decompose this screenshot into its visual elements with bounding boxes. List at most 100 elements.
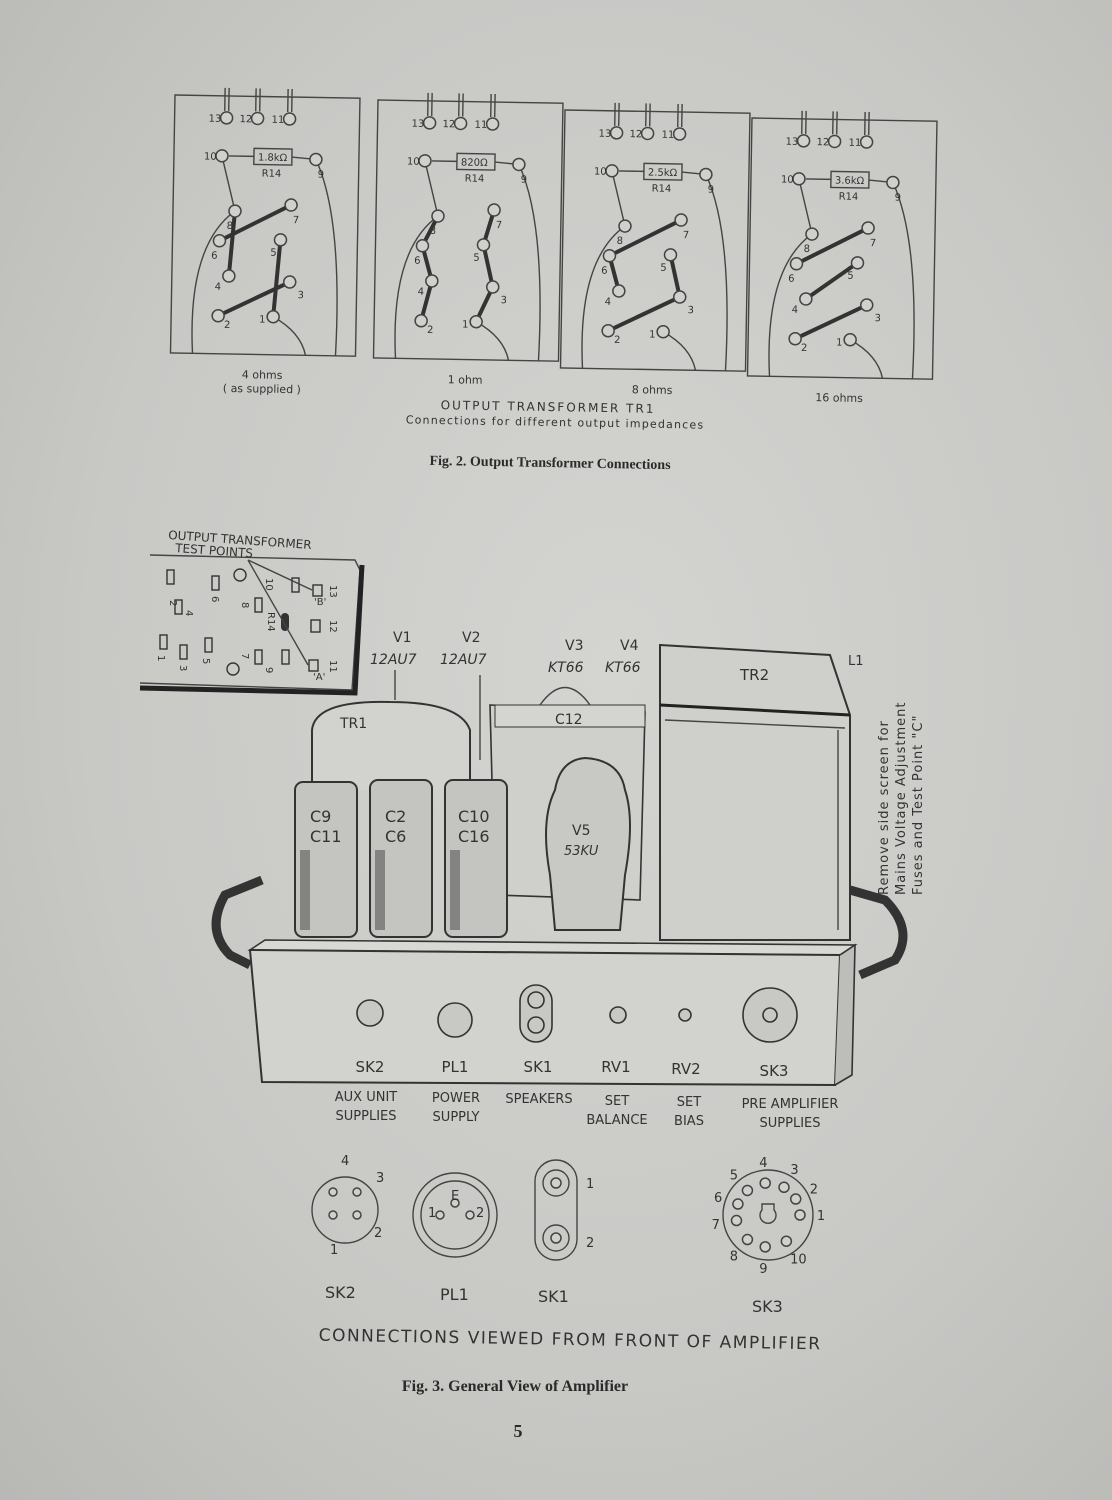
pin-label: 9 (708, 185, 715, 196)
pin-label: 2 (810, 1183, 818, 1198)
pin-label: 10 (594, 167, 607, 178)
pin-label: 2 (586, 1236, 594, 1251)
pin-label: 5 (270, 248, 277, 259)
pin-label: 9 (318, 170, 325, 181)
valve-ref: V1 (393, 630, 411, 646)
tr1-label: TR1 (339, 716, 367, 732)
terminal-pin (414, 314, 428, 328)
panel-desc: SUPPLY (433, 1110, 480, 1125)
sk1-label: SK1 (538, 1287, 569, 1306)
inset-pin: 9 (263, 667, 274, 673)
terminal-pin (282, 112, 297, 126)
sk3-pin (741, 1184, 754, 1197)
terminal-pin (422, 116, 437, 130)
pin-label: 7 (870, 238, 877, 249)
inset-pin: 1 (155, 655, 166, 661)
pin-label: 8 (430, 226, 437, 237)
sk2-label: SK2 (325, 1283, 356, 1302)
terminal-pin (796, 134, 811, 148)
pin-label: 13 (411, 119, 424, 130)
link-wire (606, 295, 682, 333)
sk3-pin (759, 1241, 771, 1253)
terminal-pin (222, 269, 236, 283)
pin-label: 1 (428, 1206, 436, 1221)
pin-label: 5 (847, 271, 854, 282)
pin-label: 4 (605, 297, 612, 308)
terminal-pin (273, 233, 288, 247)
v5-label: V5 (572, 823, 590, 839)
pin-label: 7 (683, 230, 690, 241)
pin-label: 3 (297, 290, 304, 301)
inset-r14: R14 (265, 612, 276, 632)
pin-label: 11 (661, 130, 674, 141)
pin-label: 2 (476, 1206, 484, 1221)
capacitor-label: C10 (458, 807, 490, 826)
terminal-pin (656, 324, 670, 339)
pin-label: 12 (442, 119, 455, 130)
pin-label: 6 (414, 256, 421, 267)
pin-label: 4 (341, 1154, 349, 1169)
side-note-line: Mains Voltage Adjustment (894, 702, 909, 895)
pin-label: 8 (730, 1250, 738, 1265)
resistor-label: R14 (839, 192, 859, 203)
link-wire (217, 203, 294, 243)
valve-ref: V3 (565, 638, 583, 654)
pin-label: E (451, 1189, 459, 1204)
capacitor-label: C16 (458, 827, 490, 846)
pin-label: 2 (374, 1226, 382, 1241)
side-note-line: Fuses and Test Point "C" (911, 715, 926, 895)
terminal-pin (860, 298, 874, 312)
pin-label: 7 (293, 215, 300, 226)
amplifier-drawing: TR2 L1 C12 TR1 C9 C11 C2 C6 C10 C16 V5 5… (211, 630, 926, 1087)
terminal-pin (250, 111, 265, 126)
panel-desc: SET (605, 1094, 629, 1109)
terminal-pin (788, 332, 802, 346)
impedance-label: 16 ohms (815, 391, 863, 405)
pin-label: 1 (817, 1209, 825, 1224)
pin-label: 5 (660, 263, 667, 274)
capacitor-label: C2 (385, 807, 406, 826)
panel-desc: AUX UNIT (335, 1090, 398, 1105)
pin-label: 4 (215, 282, 222, 293)
inset-pin: 6 (209, 596, 220, 602)
panel-ref: SK3 (760, 1062, 789, 1080)
pin-label: 2 (801, 343, 808, 354)
pin-label: 1 (836, 338, 843, 349)
pin-label: 8 (227, 221, 234, 232)
sk3-pin (732, 1198, 744, 1210)
inset-pin: 7 (239, 653, 250, 659)
impedance-label: 1 ohm (448, 373, 483, 387)
panel-ref: SK2 (356, 1058, 385, 1076)
pin-label: 3 (874, 313, 881, 324)
link-wire (803, 260, 860, 301)
panel-desc: SUPPLIES (760, 1116, 821, 1131)
page-number: 5 (514, 1421, 523, 1441)
sk2-connector: 1 2 3 4 SK2 (311, 1154, 384, 1302)
pin-label: 6 (788, 274, 795, 285)
link-wire (794, 226, 871, 266)
terminal-pin (861, 221, 875, 235)
inset-pin: 4 (183, 610, 194, 616)
terminal-pin (850, 256, 865, 270)
connector-diagrams: 1 2 3 4 SK2 1 E 2 PL1 1 2 SK1 (311, 1154, 825, 1316)
fig2-title: OUTPUT TRANSFORMER TR1 (441, 398, 656, 416)
terminal-pin (602, 249, 617, 263)
pin-label: 2 (614, 335, 621, 346)
pin-label: 5 (473, 253, 480, 264)
terminal-pin (486, 280, 500, 294)
pin-label: 3 (500, 295, 507, 306)
terminal-pin (309, 152, 323, 167)
terminal-pin (672, 127, 687, 141)
terminal-pin (415, 239, 430, 253)
pin-label: 7 (712, 1218, 720, 1233)
terminal-pin (663, 248, 678, 262)
resistor-label: R14 (652, 184, 672, 195)
link-wire (216, 280, 292, 318)
pin-label: 10 (781, 175, 794, 186)
pin-label: 2 (224, 320, 231, 331)
pin-label: 10 (790, 1252, 807, 1267)
